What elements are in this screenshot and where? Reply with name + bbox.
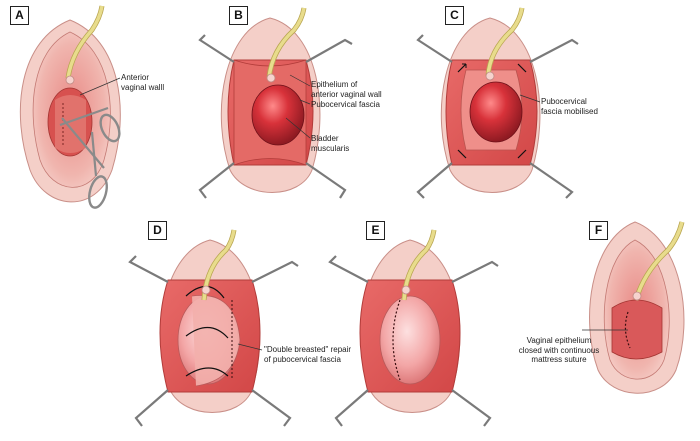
annotation-bladder-muscularis: Bladder muscularis: [311, 134, 350, 153]
annotation-pubocervical-fascia: Pubocervical fascia: [311, 100, 380, 109]
annotation-fascia-mobilised: Pubocervical fascia mobilised: [541, 97, 598, 116]
panel-label-c: C: [445, 6, 464, 25]
annotation-anterior-vaginal-wall: Anterior vaginal walll: [121, 73, 165, 92]
panel-f: [582, 221, 685, 394]
annotation-double-breasted-repair: "Double breasted" repair of pubocervical…: [264, 345, 352, 364]
panel-label-a: A: [10, 6, 29, 25]
panel-label-f: F: [589, 221, 608, 240]
panel-e: [328, 229, 499, 427]
panel-label-b: B: [229, 6, 248, 25]
annotation-vaginal-epithelium-closure: Vaginal epithelium closed with continuou…: [518, 336, 600, 364]
panel-c: [416, 7, 579, 199]
panel-label-d: D: [148, 221, 167, 240]
annotation-epithelium: Epithelium of anterior vaginal wall: [311, 80, 382, 99]
panel-b: [198, 7, 353, 199]
panel-a: [19, 5, 121, 209]
panel-d: [128, 229, 299, 427]
panel-label-e: E: [366, 221, 385, 240]
